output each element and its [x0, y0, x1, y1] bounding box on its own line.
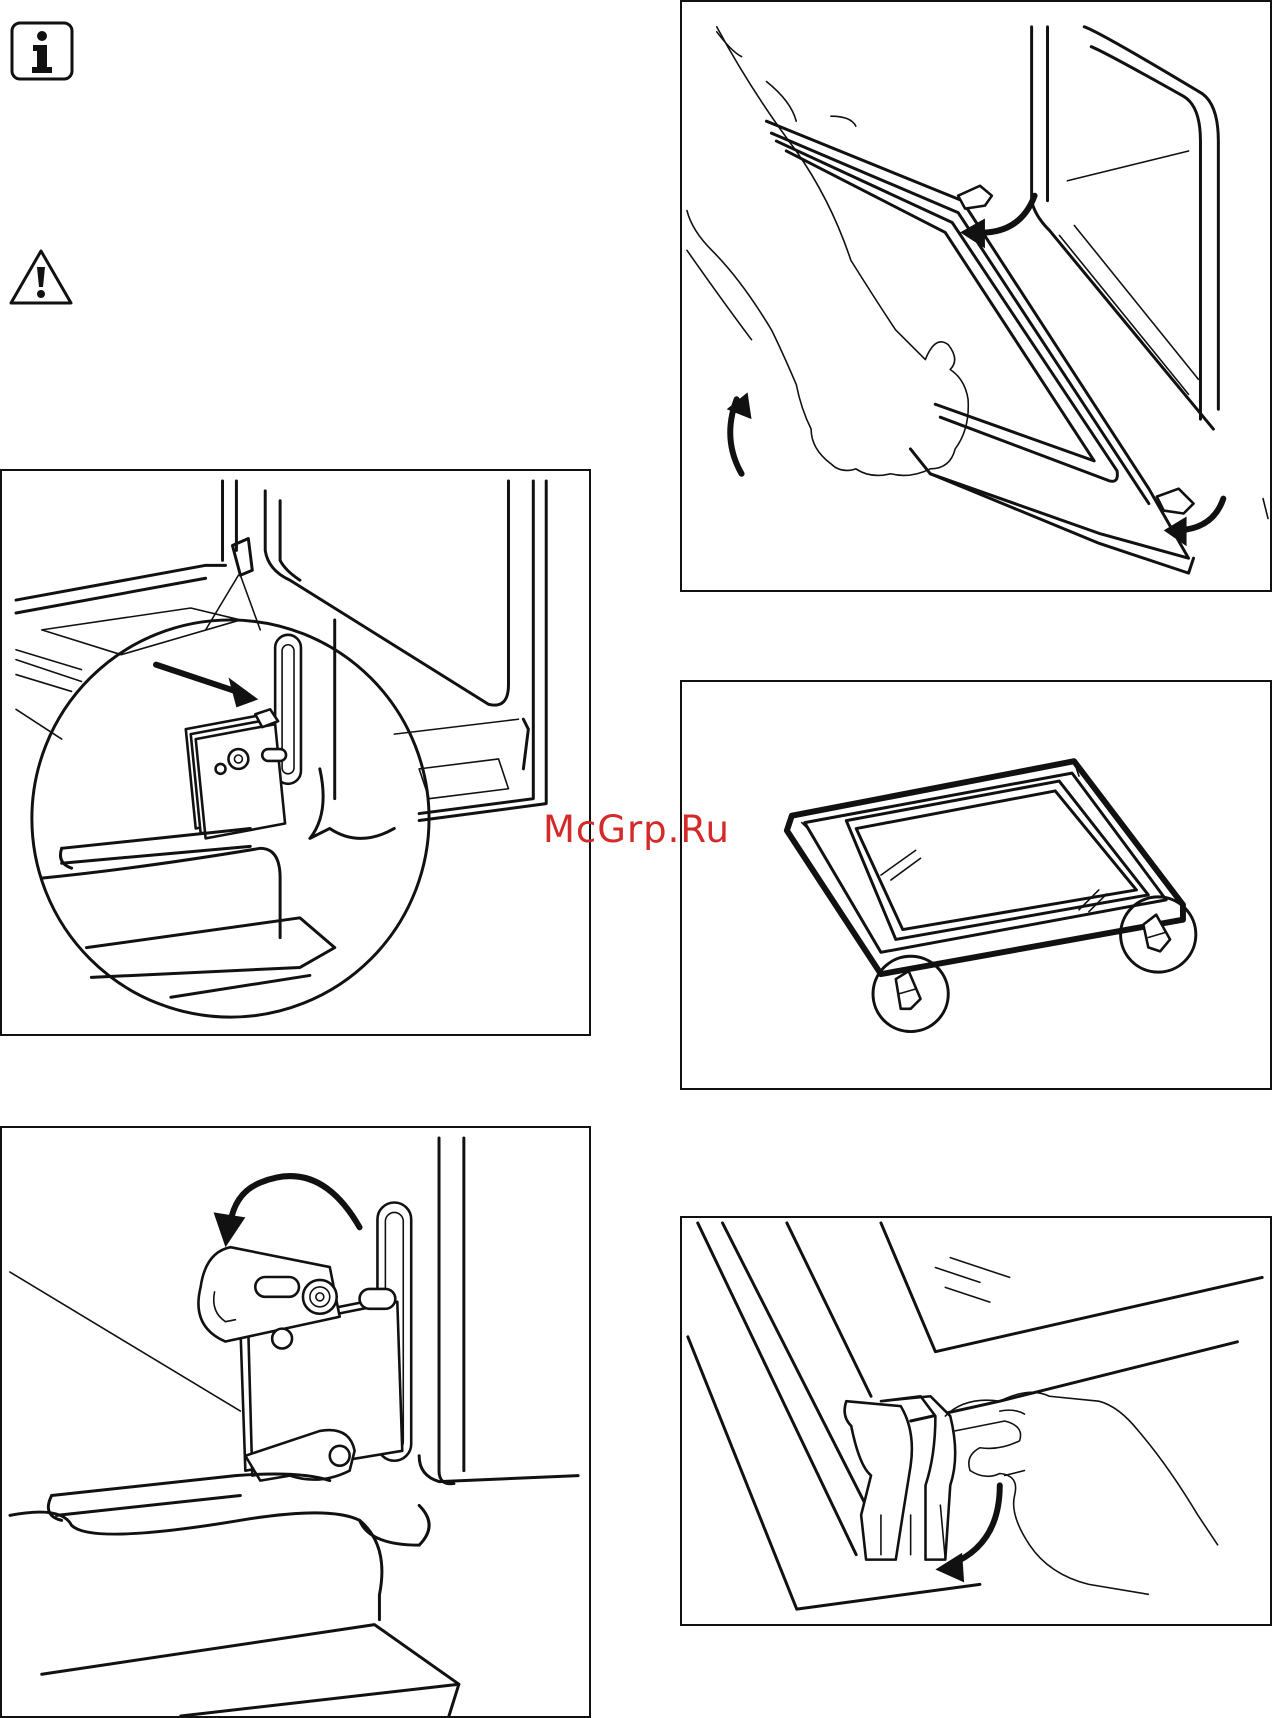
hinge-raised-illustration [2, 1128, 589, 1716]
glass-panel-illustration [682, 682, 1270, 1088]
info-icon [10, 21, 74, 81]
watermark: McGrp.Ru [543, 808, 730, 851]
figure-door-glass-panel [680, 680, 1272, 1090]
hinge-closeup-illustration [2, 471, 589, 1034]
figure-hinge-lever-raised [0, 1126, 591, 1718]
figure-hinge-lever-closeup [0, 469, 591, 1036]
warning-icon [8, 247, 74, 307]
clip-release-illustration [682, 1218, 1270, 1624]
figure-door-clip-release [680, 1216, 1272, 1626]
figure-door-lift-off [680, 0, 1272, 592]
door-lift-illustration [682, 2, 1270, 590]
